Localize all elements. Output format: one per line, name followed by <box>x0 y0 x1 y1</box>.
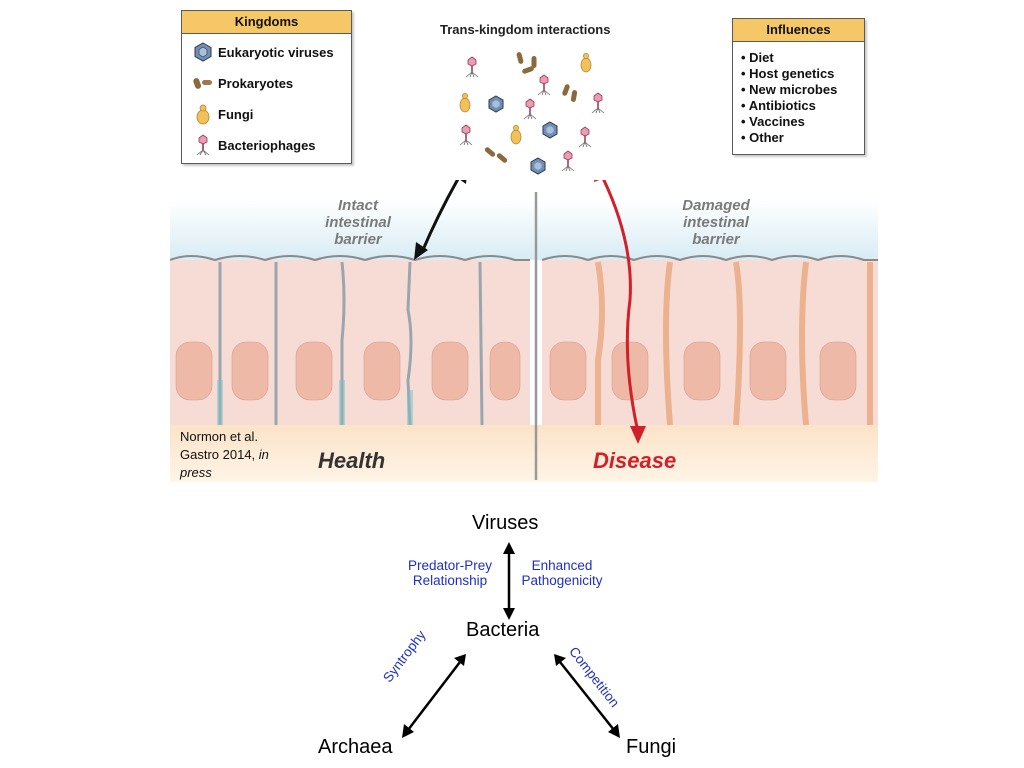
prokaryote-icon <box>193 78 212 89</box>
virus-icon <box>194 42 212 62</box>
legend-item-eukaryotic-viruses: Eukaryotic viruses <box>192 41 334 63</box>
disease-label: Disease <box>593 448 677 473</box>
influence-item: • Host genetics <box>741 66 835 81</box>
node-fungi: Fungi <box>626 736 677 758</box>
fungi-icon <box>196 104 210 125</box>
citation: Normon et al. Gastro 2014, in press <box>180 429 269 480</box>
network-arrows <box>402 542 620 738</box>
influences-title: Influences <box>733 19 864 42</box>
influence-item: • Other <box>741 130 784 145</box>
node-viruses: Viruses <box>472 512 539 534</box>
legend-item-bacteriophages: Bacteriophages <box>192 134 316 156</box>
node-archaea: Archaea <box>318 736 393 758</box>
kingdoms-legend: Kingdoms Eukaryotic viruses Prokaryotes … <box>181 10 352 164</box>
healthy-epithelium <box>170 255 530 426</box>
legend-item-fungi: Fungi <box>192 103 253 125</box>
intact-interaction-arrow <box>414 180 467 260</box>
influence-item: • Vaccines <box>741 114 805 129</box>
bacteriophage-icon <box>196 134 210 156</box>
influences-box: Influences • Diet • Host genetics • New … <box>732 18 865 155</box>
health-label: Health <box>318 448 386 473</box>
influence-item: • Antibiotics <box>741 98 816 113</box>
node-bacteria: Bacteria <box>466 619 540 641</box>
damaged-epithelium <box>541 255 878 426</box>
microbe-cluster <box>459 51 605 175</box>
trans-kingdom-title: Trans-kingdom interactions <box>440 22 611 37</box>
legend-item-prokaryotes: Prokaryotes <box>192 72 293 94</box>
influence-item: • New microbes <box>741 82 838 97</box>
intestinal-barrier-illustration <box>170 180 878 482</box>
kingdoms-title: Kingdoms <box>182 11 351 34</box>
influence-item: • Diet <box>741 50 774 65</box>
